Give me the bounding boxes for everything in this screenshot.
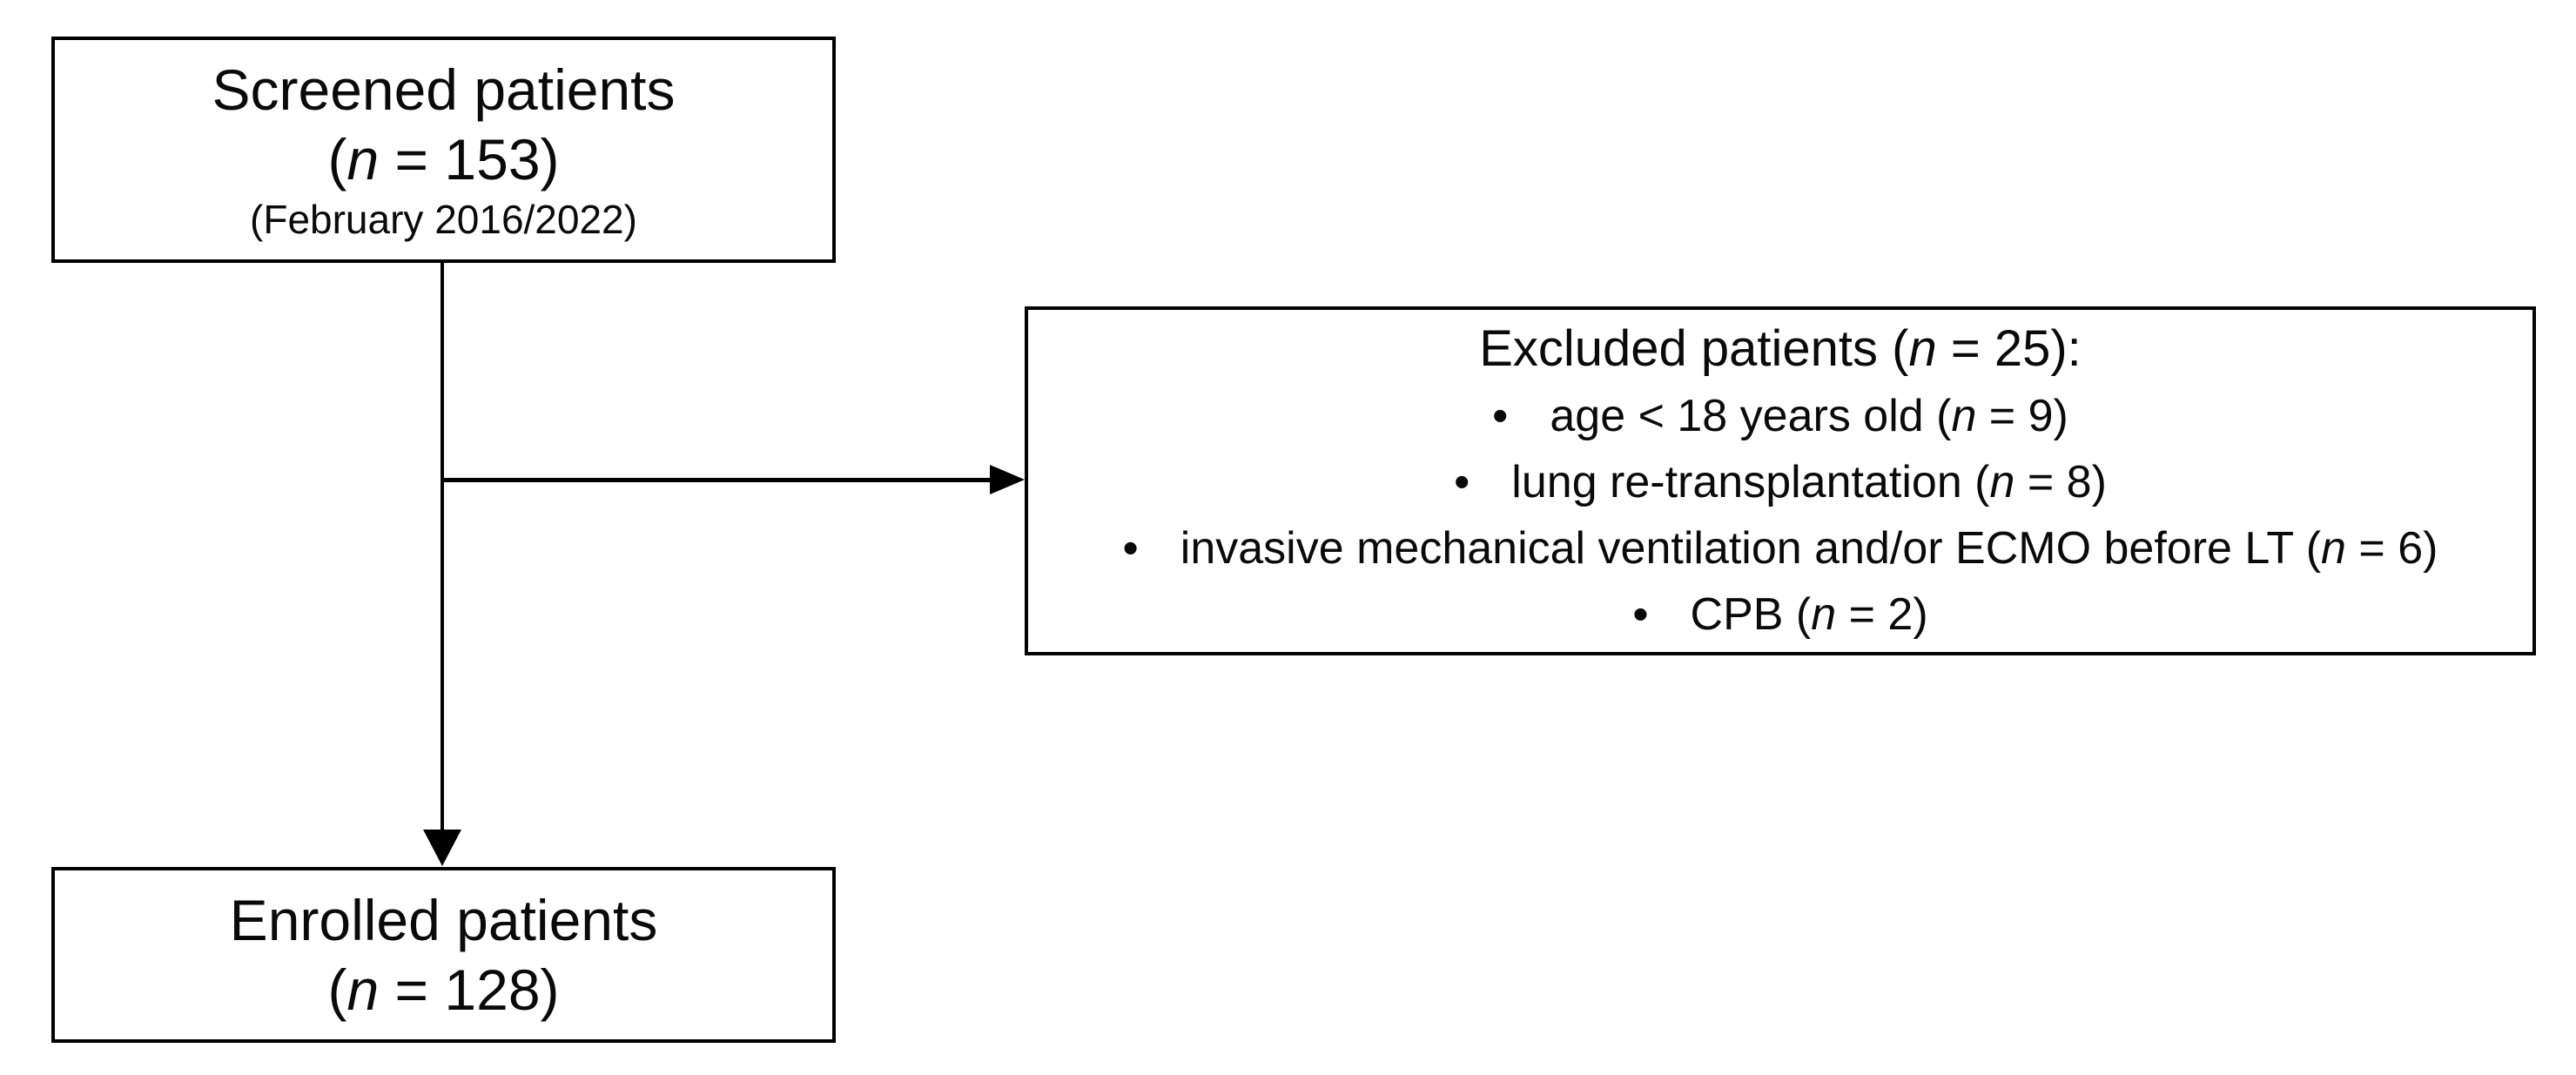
arrow-down-head [423,830,461,866]
bullet-icon: • [1122,522,1139,574]
excluded-item-n: n [2321,522,2346,574]
excluded-item-pre: lung re-transplantation ( [1511,456,1990,507]
excluded-item-age: • age < 18 years old (n = 9) [1492,383,2068,449]
excluded-title-n: n [1908,319,1937,377]
excluded-item-pre: age < 18 years old ( [1550,390,1952,441]
bullet-icon: • [1632,588,1649,640]
screened-title: Screened patients [212,57,676,122]
screened-count-n: n [346,127,380,191]
excluded-item-n: n [1989,456,2015,507]
excluded-item-text: CPB (n = 2) [1691,581,1928,648]
arrow-right-head [990,465,1025,494]
excluded-item-pre: invasive mechanical ventilation and/or E… [1180,522,2322,574]
excluded-item-post: = 8) [2014,456,2107,507]
screened-patients-box: Screened patients (n = 153) (February 20… [51,37,836,263]
excluded-item-n: n [1951,390,1977,441]
excluded-item-pre: CPB ( [1690,588,1812,640]
enrolled-title: Enrolled patients [229,888,658,952]
screened-count: (n = 153) [327,124,559,194]
arrow-right-line [442,478,991,482]
excluded-item-cpb: • CPB (n = 2) [1632,581,1927,648]
excluded-title-pre: Excluded patients ( [1479,319,1909,377]
excluded-item-post: = 2) [1836,588,1928,640]
bullet-icon: • [1454,456,1470,507]
excluded-patients-box: Excluded patients (n = 25): •age < 18 ye… [1025,306,2536,655]
enrolled-count-n: n [346,957,380,1022]
excluded-item-text: age < 18 years old (n = 9) [1550,383,2068,449]
enrolled-count-pre: ( [327,957,347,1022]
excluded-item-ventilation-ecmo: • invasive mechanical ventilation and/or … [1123,515,2438,581]
excluded-item-n: n [1811,588,1837,640]
excluded-title: Excluded patients (n = 25): [1479,315,2082,383]
excluded-item-text: invasive mechanical ventilation and/or E… [1180,515,2438,581]
excluded-item-text: lung re-transplantation (n = 8) [1511,449,2107,515]
excluded-item-post: = 6) [2345,522,2438,574]
screened-period: (February 2016/2022) [250,197,637,242]
excluded-title-post: = 25): [1936,319,2082,377]
screened-count-post: = 153) [379,127,560,191]
enrolled-count-post: = 128) [379,957,560,1022]
enrolled-count: (n = 128) [327,955,559,1025]
arrow-down-line [441,263,444,834]
excluded-item-retransplantation: • lung re-transplantation (n = 8) [1454,449,2107,515]
screened-count-pre: ( [327,127,347,191]
excluded-item-post: = 9) [1976,390,2068,441]
bullet-icon: • [1492,390,1509,441]
enrolled-patients-box: Enrolled patients (n = 128) [51,867,836,1043]
